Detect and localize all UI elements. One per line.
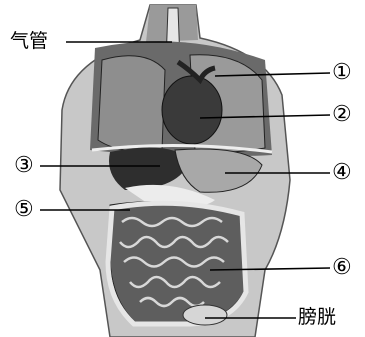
label-3: ③: [14, 155, 34, 177]
label-4: ④: [332, 162, 352, 184]
label-2: ②: [332, 104, 352, 126]
lung-left: [98, 56, 165, 151]
label-1: ①: [332, 62, 352, 84]
label-5: ⑤: [14, 199, 34, 221]
label-trachea: 气管: [10, 32, 48, 51]
bladder: [183, 305, 227, 325]
heart: [162, 76, 222, 144]
label-6: ⑥: [332, 257, 352, 279]
label-bladder: 膀胱: [298, 308, 336, 327]
